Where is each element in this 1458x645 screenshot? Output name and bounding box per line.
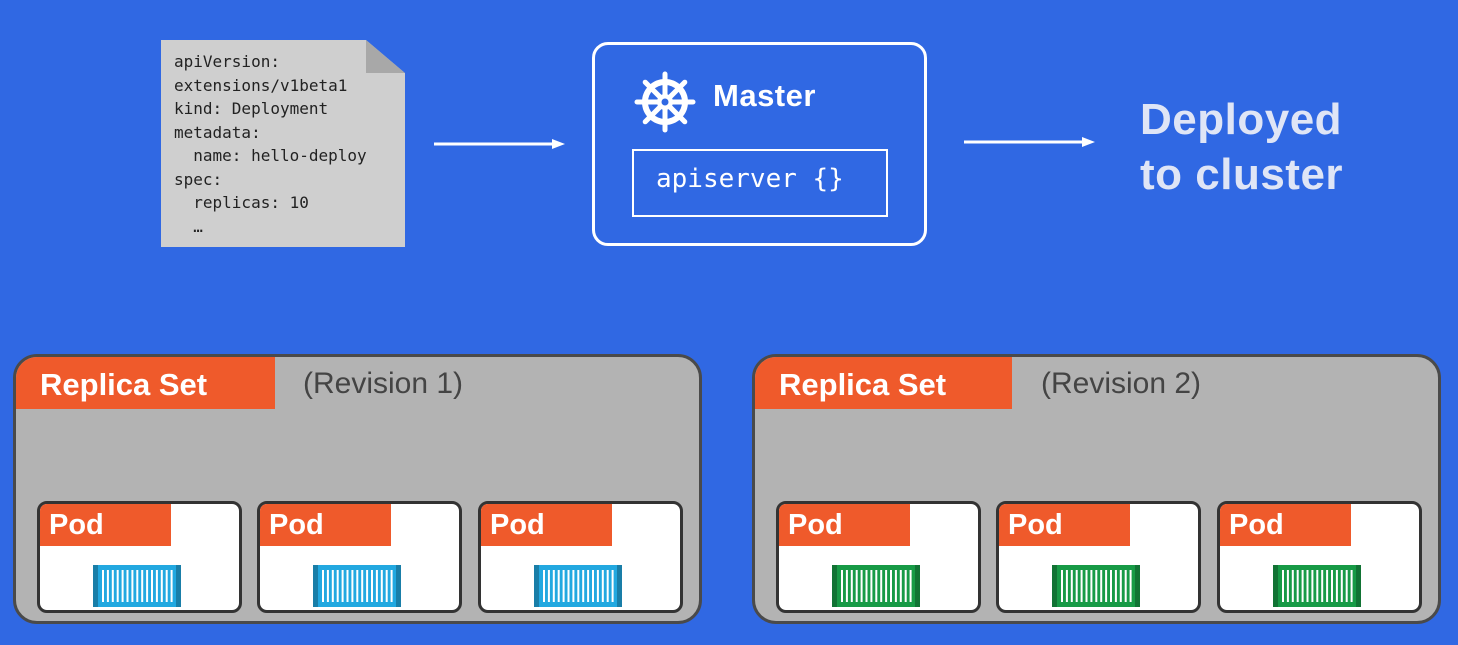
revision-label: (Revision 2): [1041, 367, 1202, 400]
yaml-line: …: [174, 216, 203, 236]
pod: Pod: [37, 501, 242, 613]
replica-set-tag: Replica Set: [16, 357, 275, 409]
pod-tag: Pod: [260, 504, 391, 546]
arrow-to-master: [434, 139, 565, 149]
container-icon: [313, 565, 401, 607]
master-label: Master: [713, 78, 816, 113]
replica-set-tag: Replica Set: [755, 357, 1012, 409]
yaml-line: kind: Deployment: [174, 99, 329, 118]
revision-label: (Revision 1): [303, 367, 464, 400]
pod-tag: Pod: [999, 504, 1130, 546]
document-fold-corner: [366, 40, 405, 73]
pod-tag: Pod: [779, 504, 910, 546]
pod-tag: Pod: [1220, 504, 1351, 546]
pod: Pod: [776, 501, 981, 613]
pod-tag: Pod: [40, 504, 171, 546]
deployed-text: Deployed to cluster: [1140, 92, 1343, 202]
deployed-line-1: Deployed: [1140, 95, 1343, 144]
yaml-line: name: hello-deploy: [174, 146, 367, 165]
replica-set-revision-1: Replica Set (Revision 1) Pod Pod Pod: [13, 354, 702, 624]
kubernetes-helm-icon: [634, 71, 696, 133]
yaml-line: spec:: [174, 169, 223, 189]
container-icon: [1052, 565, 1140, 607]
container-icon: [1273, 565, 1361, 607]
deployed-line-2: to cluster: [1140, 150, 1344, 199]
container-icon: [93, 565, 181, 607]
apiserver-label: apiserver {}: [656, 164, 844, 194]
arrow-to-cluster: [964, 137, 1095, 147]
master-box: [592, 42, 927, 246]
yaml-line: extensions/v1beta1: [174, 75, 348, 95]
yaml-line: apiVersion:: [174, 52, 280, 71]
pod-tag: Pod: [481, 504, 612, 546]
pod: Pod: [478, 501, 683, 613]
manifest-yaml: apiVersion: extensions/v1beta1 kind: Dep…: [174, 50, 367, 238]
yaml-line: replicas: 10: [174, 193, 309, 212]
container-icon: [832, 565, 920, 607]
pod: Pod: [1217, 501, 1422, 613]
apiserver-box: [632, 149, 888, 217]
pod: Pod: [996, 501, 1201, 613]
pod: Pod: [257, 501, 462, 613]
yaml-line: metadata:: [174, 122, 261, 142]
replica-set-revision-2: Replica Set (Revision 2) Pod Pod Pod: [752, 354, 1441, 624]
container-icon: [534, 565, 622, 607]
manifest-document: [161, 40, 405, 247]
